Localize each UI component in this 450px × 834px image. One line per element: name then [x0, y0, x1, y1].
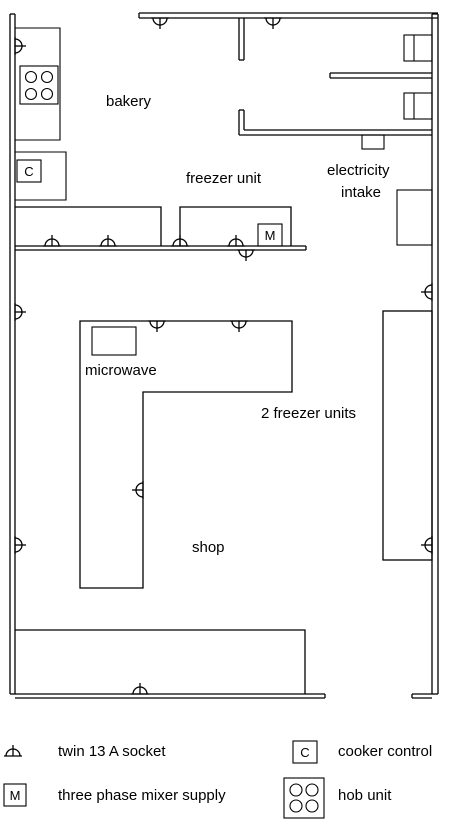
socket-icon: [170, 234, 190, 247]
microwave-icon: [91, 326, 137, 356]
label-two-freezer-units: 2 freezer units: [261, 405, 356, 422]
wall-cabinet: [396, 189, 433, 246]
intake-box: [361, 134, 385, 150]
freezer-units-box: [382, 310, 433, 561]
bakery-area: C M: [14, 27, 307, 262]
cooker-control-icon: C: [16, 159, 42, 183]
socket-icon: [226, 234, 246, 247]
legend-hob-icon: [283, 777, 325, 819]
legend-cooker-icon: C: [292, 740, 318, 764]
legend-cooker-letter: C: [300, 745, 309, 760]
label-bakery: bakery: [106, 93, 152, 110]
label-shop: shop: [192, 539, 225, 556]
legend-mixer-icon: M: [3, 783, 27, 807]
shop-area: [14, 282, 433, 695]
label-microwave: microwave: [85, 362, 157, 379]
mixer-supply-letter: M: [265, 228, 276, 243]
socket-icon: [42, 234, 62, 247]
socket-icon: [229, 320, 249, 333]
legend-cooker-label: cooker control: [338, 743, 432, 760]
socket-icon: [131, 480, 144, 500]
legend-mixer-label: three phase mixer supply: [58, 787, 226, 804]
socket-icon: [14, 302, 27, 322]
label-freezer-unit: freezer unit: [186, 170, 262, 187]
socket-icon: [130, 682, 150, 695]
legend-hob-label: hob unit: [338, 787, 392, 804]
socket-icon: [14, 535, 27, 555]
outer-walls: [9, 12, 439, 699]
room-labels: bakery freezer unit electricity intake m…: [85, 93, 390, 556]
socket-icon: [420, 535, 433, 555]
top-right-rooms: [150, 17, 433, 246]
mixer-supply-icon: M: [257, 223, 283, 247]
socket-icon: [420, 282, 433, 302]
legend-socket-icon: [3, 744, 23, 757]
label-electricity: electricity: [327, 162, 390, 179]
cooker-control-letter: C: [24, 164, 33, 179]
label-intake: intake: [341, 184, 381, 201]
socket-icon: [150, 17, 170, 30]
fixture-icon: [403, 92, 433, 120]
fixture-icon: [403, 34, 433, 62]
socket-icon: [147, 320, 167, 333]
legend-socket-label: twin 13 A socket: [58, 743, 166, 760]
hob-unit-icon: [19, 65, 59, 105]
socket-icon: [236, 249, 256, 262]
socket-icon: [98, 234, 118, 247]
legend-mixer-letter: M: [10, 788, 21, 803]
socket-icon: [263, 17, 283, 30]
legend: twin 13 A socket M three phase mixer sup…: [3, 740, 432, 819]
socket-icon: [14, 36, 27, 56]
